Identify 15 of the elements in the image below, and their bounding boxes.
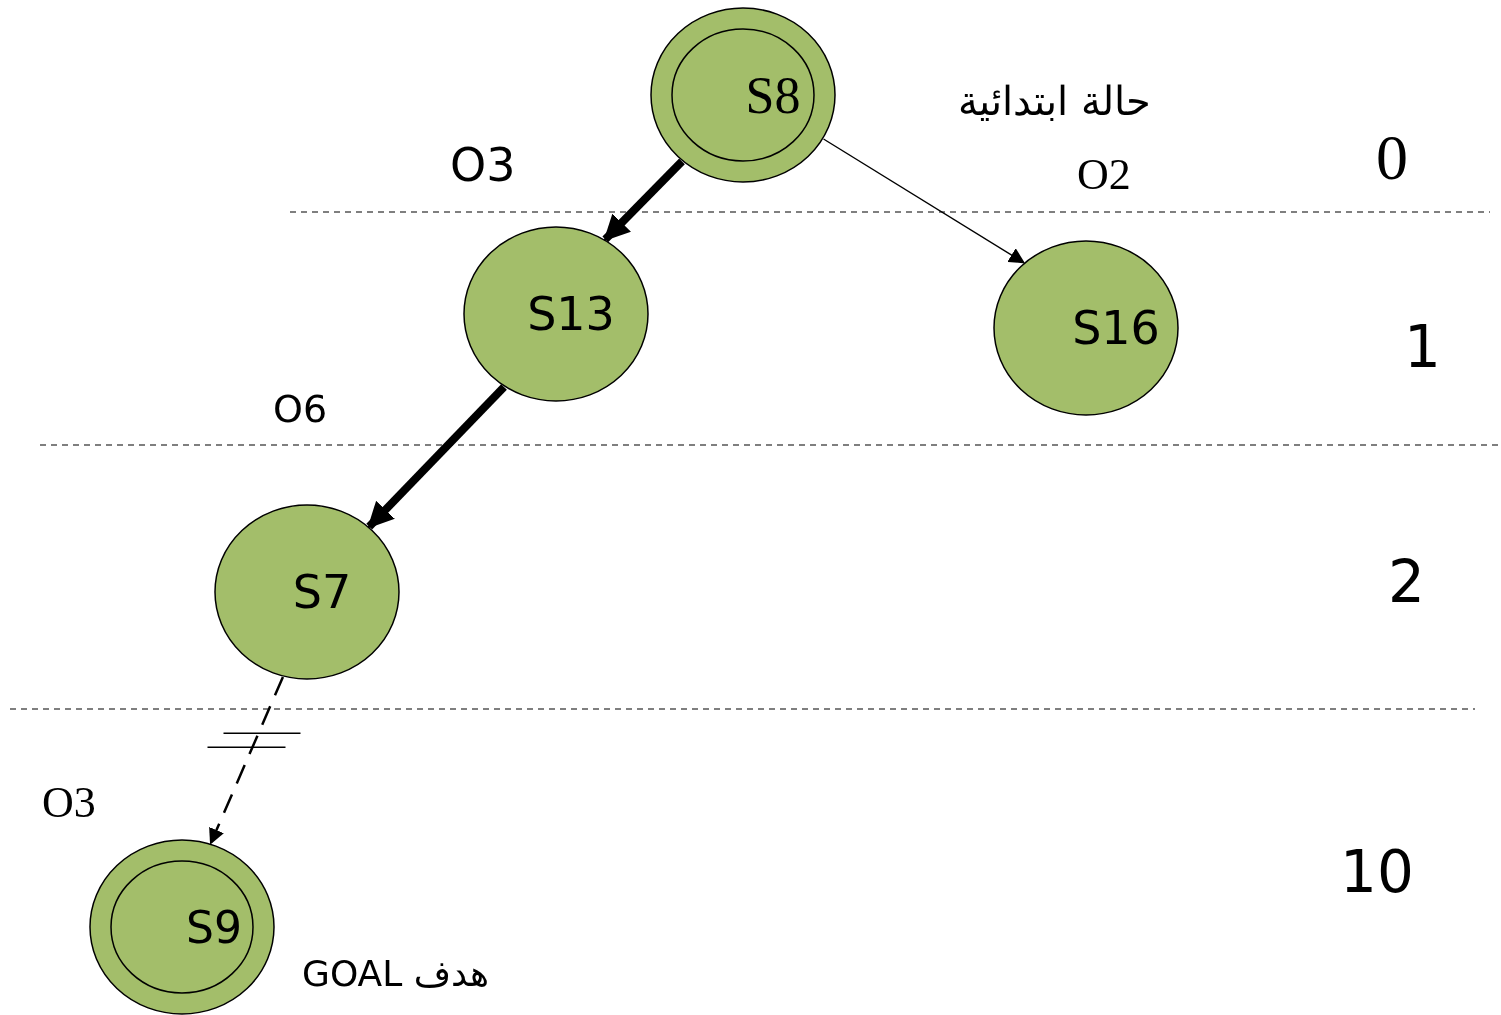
arrow (366, 384, 507, 530)
state-label: S7 (292, 565, 352, 619)
arrow (602, 158, 685, 243)
state-label: S13 (527, 287, 615, 341)
state-label: S16 (1072, 301, 1160, 355)
state-label: S8 (745, 65, 801, 125)
state-caption: حالة ابتدائية (958, 78, 1151, 124)
arrow (209, 676, 285, 845)
level-number: 2 (1388, 553, 1425, 611)
level-number: 0 (1376, 126, 1408, 190)
state-label: S9 (186, 901, 242, 953)
arrow (822, 138, 1026, 264)
level-number: 1 (1404, 318, 1441, 376)
state-caption: GOAL هدف (302, 953, 489, 994)
level-number: 10 (1340, 843, 1414, 901)
